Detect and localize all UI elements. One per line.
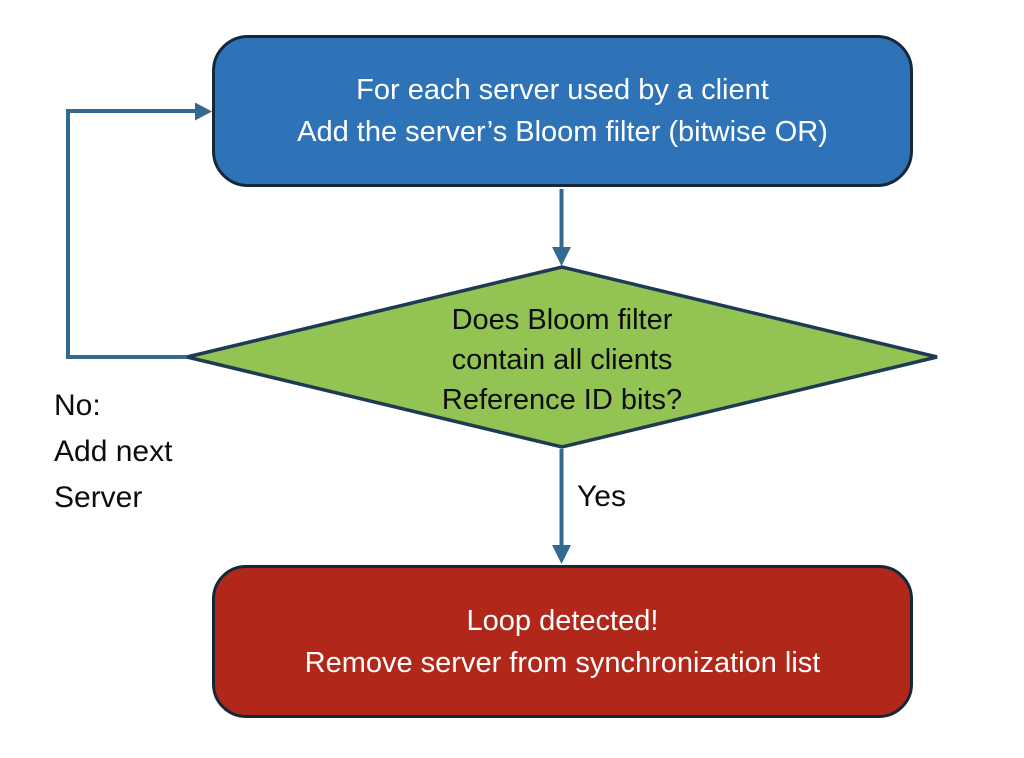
decision-text-line2: contain all clients — [451, 344, 673, 376]
arrowhead-right-icon — [195, 102, 212, 121]
edge-label-yes: Yes — [577, 480, 626, 513]
decision-node-text: Does Bloom filter contain all clients Re… — [330, 300, 794, 420]
edge-label-no-line2: Add next — [54, 435, 173, 468]
decision-diamond-shape — [186, 265, 938, 449]
decision-text-line3: Reference ID bits? — [441, 384, 683, 416]
process-node: For each server used by a client Add the… — [212, 35, 913, 187]
arrowhead-down-icon — [552, 545, 571, 564]
edge-decision-to-process-loop — [66, 109, 196, 359]
alert-node-text-line1: Loop detected! — [466, 604, 659, 637]
arrowhead-down-icon — [552, 247, 571, 266]
edge-label-no: No: Add next Server — [54, 383, 172, 521]
decision-text-line1: Does Bloom filter — [451, 304, 673, 336]
edge-label-no-line1: No: — [54, 389, 101, 422]
process-node-text-line2: Add the server’s Bloom filter (bitwise O… — [297, 116, 828, 148]
process-node-text-line1: For each server used by a client — [356, 74, 769, 106]
alert-node-text-line2: Remove server from synchronization list — [304, 646, 821, 679]
edge-label-no-line3: Server — [54, 481, 143, 514]
alert-node: Loop detected! Remove server from synchr… — [212, 565, 913, 718]
